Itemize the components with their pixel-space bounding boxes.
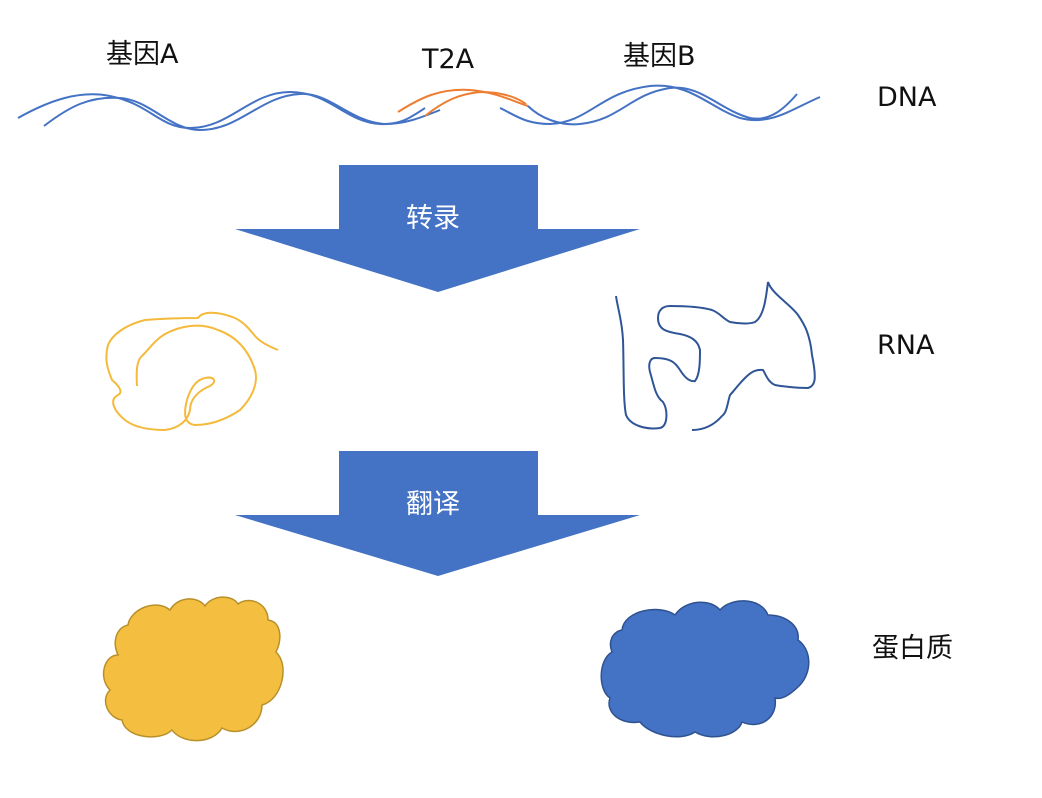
gene-b-label: 基因B	[623, 41, 696, 72]
translation-arrow	[235, 451, 640, 576]
transcription-arrow	[235, 165, 640, 292]
dna-strand-1	[17, 90, 426, 130]
gene-a-label: 基因A	[106, 39, 179, 70]
rna-a-squiggle	[105, 311, 279, 432]
t2a-label: T2A	[422, 44, 475, 75]
protein-b-cloud	[600, 600, 810, 738]
protein-row-label: 蛋白质	[872, 633, 953, 664]
dna-row-label: DNA	[877, 82, 937, 113]
dna-strand-3	[499, 84, 821, 126]
dna-strand-2	[43, 92, 441, 132]
translation-label: 翻译	[406, 489, 460, 520]
protein-a-cloud	[102, 596, 284, 742]
transcription-label: 转录	[406, 203, 460, 234]
dna-strand-4	[527, 86, 798, 126]
dna-double-helix	[17, 84, 821, 132]
t2a-strand-2	[424, 90, 527, 117]
t2a-strand-1	[397, 88, 529, 113]
rna-b-squiggle	[615, 281, 816, 431]
rna-row-label: RNA	[877, 330, 935, 361]
